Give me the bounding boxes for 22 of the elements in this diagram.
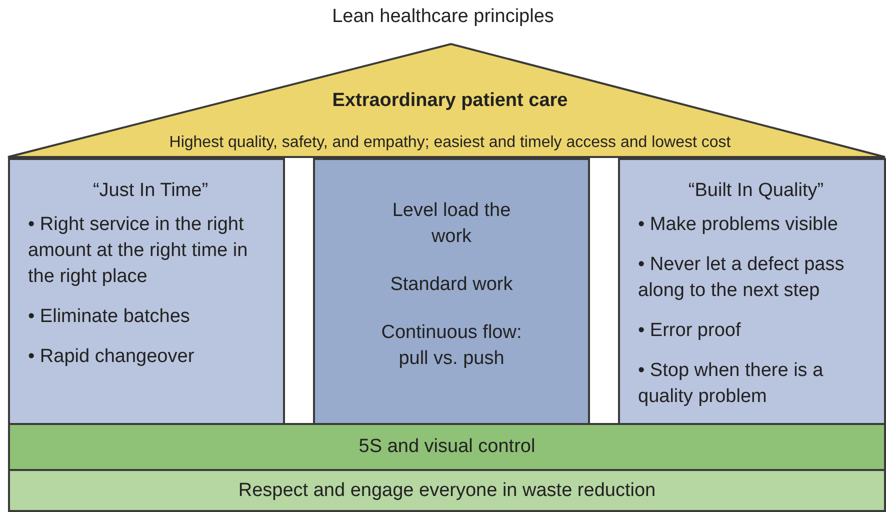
roof-heading: Extraordinary patient care [331,90,569,112]
bullet-item: • Right service in the right amount at the right time in the right place [28,213,249,289]
band-label: 5S and visual control [358,436,536,458]
pillar-heading: “Built In Quality” [687,179,825,203]
bullet-item: • Rapid changeover [28,345,196,369]
foundation-band [8,423,886,471]
bullet-item: • Error proof [638,319,742,343]
pillar-text: Continuous flow: pull vs. push [380,321,523,371]
pillar-text: Level load the work [391,199,512,249]
pillar-panel [8,158,285,425]
bullet-item: • Never let a defect pass along to the next step [638,253,846,303]
pillar-heading: “Just In Time” [92,179,210,203]
pillar-panel [313,158,590,425]
bullet-item: • Stop when there is a quality problem [638,359,824,409]
pillar-text: Standard work [389,273,514,297]
foundation-band [8,469,886,512]
band-label: Respect and engage everyone in waste reduction [238,480,656,502]
bullet-item: • Eliminate batches [28,305,191,329]
roof-subtitle: Highest quality, safety, and empathy; easiest and timely access and lowest cost [168,134,732,152]
bullet-item: • Make problems visible [638,213,839,237]
diagram-title: Lean healthcare principles [331,6,555,28]
pillar-panel [618,158,886,425]
